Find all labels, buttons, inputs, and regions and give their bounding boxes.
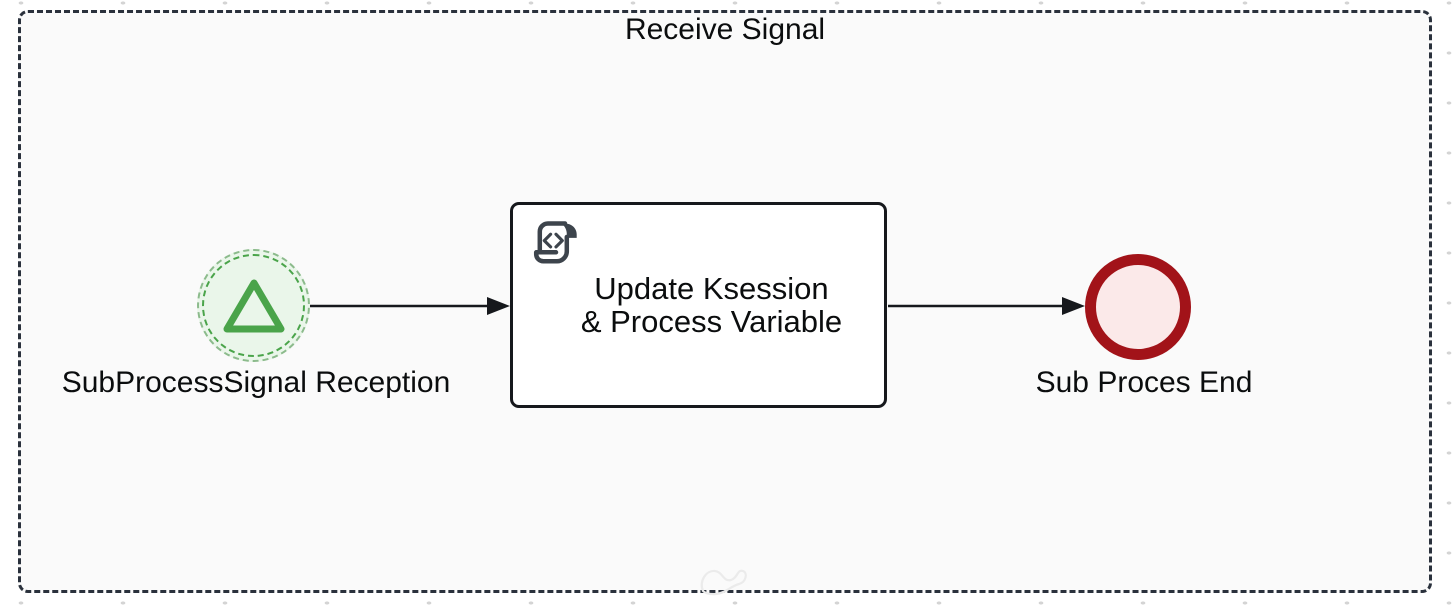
end-event-label: Sub Proces End: [1035, 366, 1253, 399]
arrowhead-icon: [1062, 297, 1085, 315]
script-task[interactable]: Update Ksession & Process Variable: [510, 202, 887, 408]
subprocess-title: Receive Signal: [624, 13, 826, 46]
end-event[interactable]: [1085, 254, 1191, 360]
edge-start-to-task[interactable]: [310, 297, 510, 315]
task-label: Update Ksession & Process Variable: [555, 272, 842, 338]
start-event-inner-ring: [202, 254, 305, 357]
start-event-label: SubProcessSignal Reception: [61, 366, 451, 399]
task-label-line1: Update Ksession: [594, 271, 829, 306]
arrowhead-icon: [487, 297, 510, 315]
signal-start-event[interactable]: [197, 249, 310, 362]
watermark-squiggle: [700, 569, 747, 596]
task-label-line2: & Process Variable: [580, 304, 843, 339]
script-icon: [533, 221, 577, 264]
edge-task-to-end[interactable]: [888, 297, 1085, 315]
